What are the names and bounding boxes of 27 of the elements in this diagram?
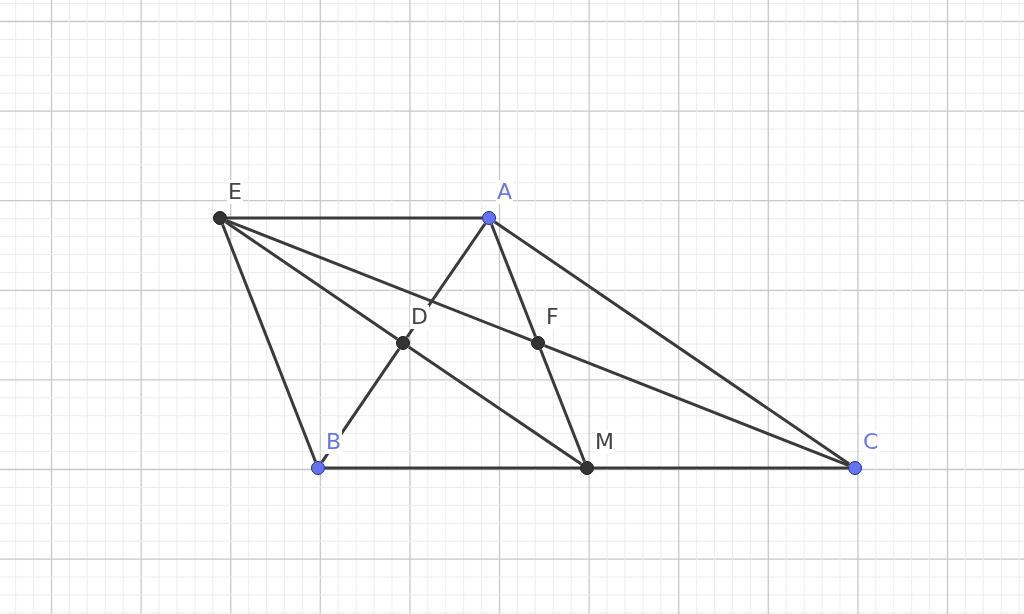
line-segment — [225, 219, 533, 342]
point-label: E — [227, 180, 243, 204]
point-label: M — [594, 430, 615, 454]
line-segment — [224, 220, 399, 341]
point — [531, 336, 545, 350]
point — [213, 211, 227, 225]
line-segment — [325, 466, 580, 470]
point — [580, 461, 594, 475]
point-label: D — [410, 305, 429, 329]
point — [311, 461, 325, 475]
line-segment — [405, 222, 487, 339]
point — [848, 461, 862, 475]
line-segment — [407, 345, 583, 466]
point-label: C — [862, 430, 880, 454]
point-label: B — [325, 430, 343, 454]
point — [396, 336, 410, 350]
line-segment — [221, 223, 317, 463]
line-segment — [543, 344, 850, 467]
line-segment — [539, 348, 586, 463]
line-segment — [490, 223, 537, 338]
line-segment — [227, 216, 482, 220]
line-segment — [594, 466, 848, 470]
point-label: F — [545, 305, 560, 329]
point — [482, 211, 496, 225]
line-segment — [320, 347, 401, 464]
line-segment — [493, 220, 851, 466]
point-label: A — [496, 180, 514, 204]
